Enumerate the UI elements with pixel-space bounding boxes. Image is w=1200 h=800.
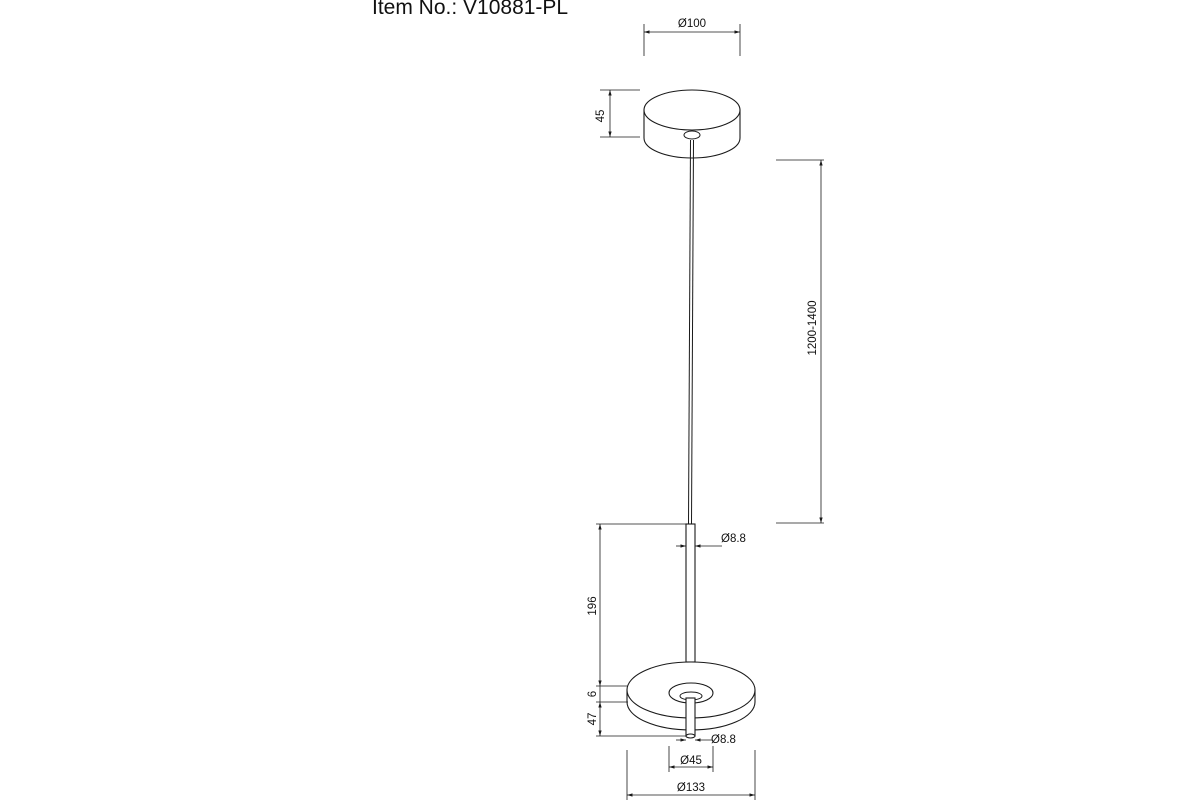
item-number-title: Item No.: V10881-PL: [372, 0, 569, 19]
dim-disc-diameter-label: Ø133: [677, 782, 705, 794]
dim-canopy-height: 45: [595, 89, 640, 138]
dim-cable-length: 1200-1400: [776, 159, 824, 524]
dim-bottom-tube-diameter: Ø8.8: [676, 734, 736, 746]
dim-lower-length-label: 47: [587, 713, 599, 726]
dim-canopy-diameter-label: Ø100: [678, 18, 706, 30]
dim-tube-diameter-label: Ø8.8: [721, 533, 746, 545]
dim-tube-length-label: 196: [587, 596, 599, 615]
dim-disc-diameter: Ø133: [626, 750, 756, 800]
suspension-cable: [688, 139, 694, 525]
dim-canopy-height-label: 45: [595, 110, 607, 123]
dim-inner-diameter: Ø45: [668, 746, 714, 772]
upper-tube: [685, 523, 696, 663]
dim-inner-diameter-label: Ø45: [680, 755, 702, 767]
dim-canopy-diameter: Ø100: [643, 18, 741, 56]
dim-tube-diameter: Ø8.8: [676, 533, 746, 548]
ceiling-canopy: [643, 89, 741, 159]
dim-cable-length-label: 1200-1400: [807, 301, 819, 356]
dim-disc-thickness-label: 6: [587, 691, 599, 697]
canopy-cable-hole: [683, 130, 701, 140]
dim-bottom-tube-diameter-label: Ø8.8: [711, 734, 736, 746]
lower-tube: [685, 697, 696, 739]
dim-vertical-chain: 196 6 47: [587, 523, 686, 737]
